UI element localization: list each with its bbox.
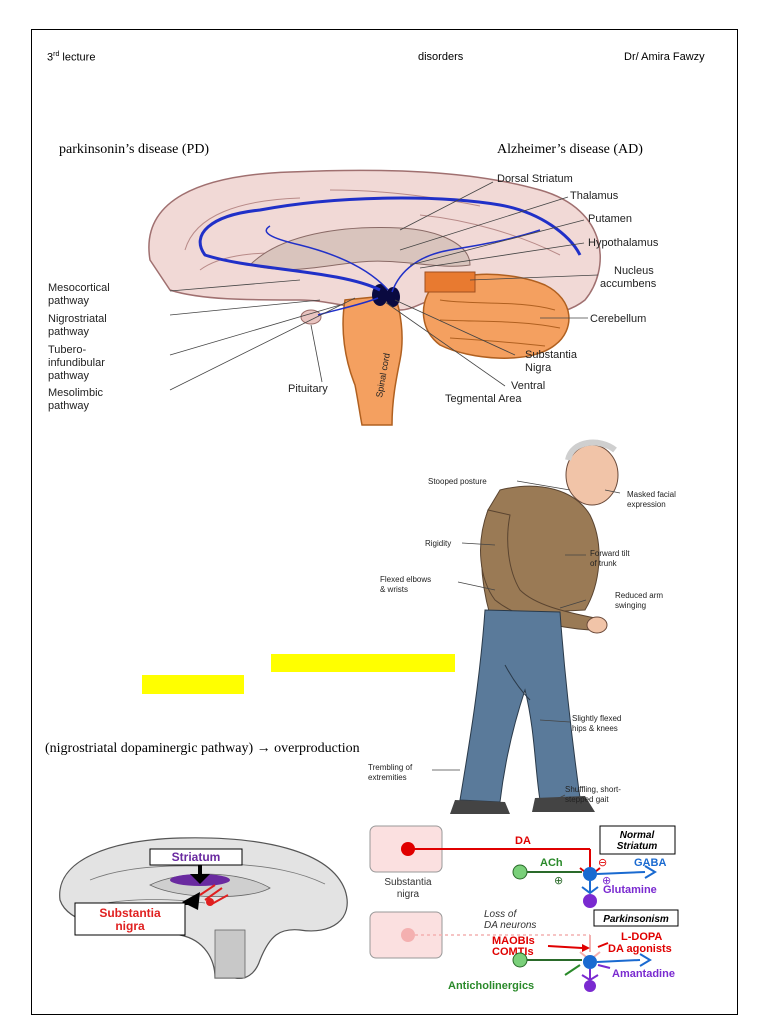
plus-icon: ⊕ [554, 874, 563, 887]
label-amantadine: Amantadine [612, 968, 675, 980]
label-da: DA [515, 835, 531, 847]
label-anticholinergics: Anticholinergics [448, 980, 534, 992]
label-cerebellum: Cerebellum [590, 313, 646, 325]
label-da-agonists: DA agonists [608, 943, 672, 955]
header-lecture: 3rd lecture [47, 51, 96, 64]
label-flexed-elbows: Flexed elbows& wrists [380, 575, 431, 594]
label-l-dopa: L-DOPA [621, 931, 662, 943]
header-author: Dr/ Amira Fawzy [624, 51, 705, 63]
label-rigidity: Rigidity [425, 539, 451, 548]
highlight-bar-2 [142, 675, 244, 694]
page-border [31, 29, 738, 1015]
header-topic: disorders [418, 51, 464, 63]
highlight-bar-1 [271, 654, 455, 672]
caption-ad: Alzheimer’s disease (AD) [497, 142, 643, 157]
caption-nigrostriatal-pathway: (nigrostriatal dopaminergic pathway) → o… [45, 741, 360, 756]
label-stooped-posture: Stooped posture [428, 477, 487, 486]
label-ach: ACh [540, 857, 563, 869]
label-hypothalamus: Hypothalamus [588, 237, 659, 249]
label-comtis: COMTIs [492, 946, 534, 958]
label-putamen: Putamen [588, 213, 632, 225]
label-gaba: GABA [634, 857, 666, 869]
label-striatum: Striatum [172, 850, 221, 864]
label-glutamine: Glutamine [603, 884, 657, 896]
minus-icon: ⊖ [598, 856, 607, 869]
label-parkinsonism: Parkinsonism [603, 914, 669, 925]
label-maobis: MAOBIs [492, 935, 535, 947]
caption-pd: parkinsonin’s disease (PD) [59, 142, 210, 157]
label-thalamus: Thalamus [570, 190, 619, 202]
label-dorsal-striatum: Dorsal Striatum [497, 173, 573, 185]
plus-icon: ⊕ [602, 874, 611, 887]
label-shuffling-gait: Shuffling, short-stepped gait [565, 785, 621, 804]
label-pituitary: Pituitary [288, 383, 328, 395]
